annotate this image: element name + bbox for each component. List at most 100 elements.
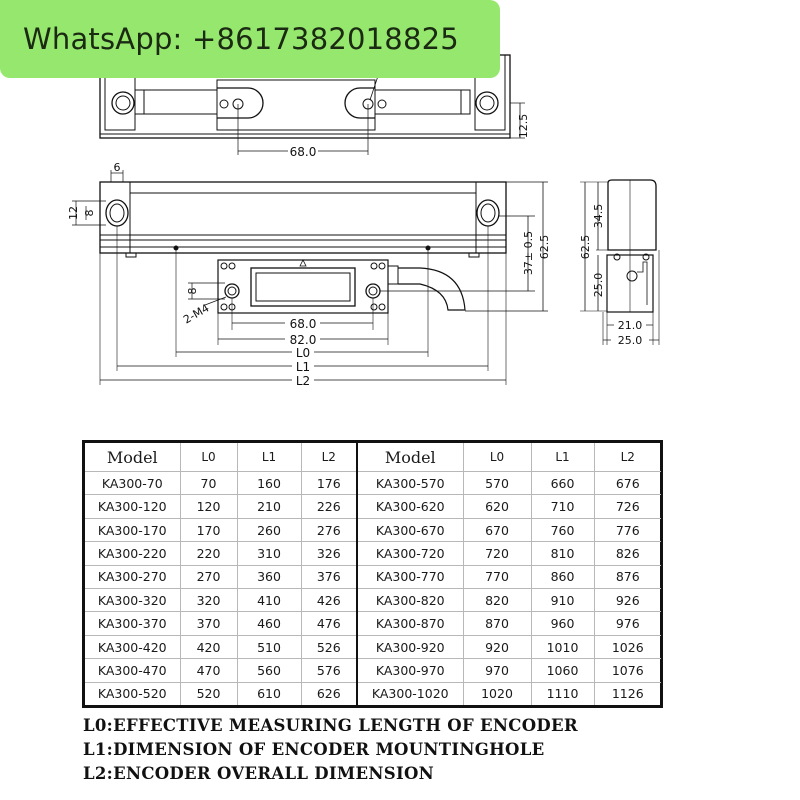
cell-l2: 476	[300, 611, 357, 636]
cell-model: KA300-570	[358, 471, 464, 496]
dim-side-inner-width: 21.0	[618, 319, 643, 332]
dim-hole-inner: 8	[83, 210, 96, 217]
legend-l2: L2:ENCODER OVERALL DIMENSION	[83, 764, 435, 783]
cell-model: KA300-1020	[358, 681, 464, 705]
dim-thread: 2-M4	[181, 301, 211, 326]
cell-l0: 720	[462, 541, 532, 566]
dim-hole-outer: 12	[67, 206, 80, 220]
dim-side-total: 62.5	[579, 235, 592, 260]
dim-l1: L1	[296, 360, 310, 374]
cell-l2: 976	[593, 611, 661, 636]
dim-reader-holes: 68.0	[290, 317, 317, 331]
cell-l1: 410	[236, 588, 302, 613]
cell-l0: 570	[462, 471, 532, 496]
cell-model: KA300-620	[358, 494, 464, 519]
cell-l0: 520	[179, 681, 238, 705]
cell-l0: 320	[179, 588, 238, 613]
dim-lug-width: 6	[114, 161, 121, 174]
table-header-row: Model L0 L1 L2	[85, 443, 357, 473]
cell-l1: 810	[530, 541, 595, 566]
cell-l0: 620	[462, 494, 532, 519]
dim-top-height: 12.5	[517, 114, 530, 139]
header-l0: L0	[179, 443, 238, 473]
cell-model: KA300-270	[85, 564, 181, 590]
cell-model: KA300-370	[85, 611, 181, 636]
cell-l2: 226	[300, 494, 357, 519]
cell-l0: 470	[179, 658, 238, 683]
whatsapp-contact-text: WhatsApp: +8617382018825	[23, 22, 459, 56]
dim-reader-hole: 8	[186, 288, 199, 295]
cell-l2: 626	[300, 681, 357, 705]
cell-l2: 876	[593, 564, 661, 590]
cell-l2: 926	[593, 588, 661, 613]
dim-side-lower: 25.0	[592, 273, 605, 298]
cell-l2: 776	[593, 517, 661, 543]
cell-l1: 360	[236, 564, 302, 590]
cell-l1: 860	[530, 564, 595, 590]
dim-l0: L0	[296, 346, 310, 360]
header-l0: L0	[462, 443, 532, 473]
encoder-drawing: 68.0 12.5	[67, 54, 660, 388]
cell-l1: 760	[530, 517, 595, 543]
cell-model: KA300-70	[85, 471, 181, 496]
cell-l2: 726	[593, 494, 661, 519]
cell-l0: 220	[179, 541, 238, 566]
cell-l1: 660	[530, 471, 595, 496]
cell-model: KA300-220	[85, 541, 181, 566]
cell-l2: 276	[300, 517, 357, 543]
cell-model: KA300-870	[358, 611, 464, 636]
header-l2: L2	[593, 443, 661, 473]
cell-l1: 1010	[530, 634, 595, 660]
side-view: 62.5 34.5 25.0 21.0 25.0	[579, 179, 660, 347]
cell-l1: 310	[236, 541, 302, 566]
dim-top-hole-spacing: 68.0	[290, 145, 317, 159]
cell-model: KA300-920	[358, 634, 464, 660]
cell-l0: 70	[179, 471, 238, 496]
header-l1: L1	[236, 443, 302, 473]
cell-l1: 160	[236, 471, 302, 496]
cell-l2: 526	[300, 634, 357, 660]
front-view: 6 12 8 8 2-M4 37± 0.5 62.5	[67, 161, 551, 388]
cell-model: KA300-170	[85, 517, 181, 543]
whatsapp-banner: WhatsApp: +8617382018825	[0, 0, 500, 78]
cell-l0: 970	[462, 658, 532, 683]
cell-model: KA300-470	[85, 658, 181, 683]
dim-side-outer-width: 25.0	[618, 334, 643, 347]
header-l1: L1	[530, 443, 595, 473]
cell-l1: 260	[236, 517, 302, 543]
cell-l0: 120	[179, 494, 238, 519]
cell-l1: 210	[236, 494, 302, 519]
cell-l0: 420	[179, 634, 238, 660]
header-model: Model	[85, 443, 181, 473]
cell-l2: 176	[300, 471, 357, 496]
cell-l1: 1110	[530, 681, 595, 705]
cell-l2: 426	[300, 588, 357, 613]
cell-model: KA300-670	[358, 517, 464, 543]
cell-l2: 676	[593, 471, 661, 496]
cell-model: KA300-120	[85, 494, 181, 519]
cell-l1: 1060	[530, 658, 595, 683]
cell-l2: 576	[300, 658, 357, 683]
dim-center-height: 37± 0.5	[522, 231, 535, 275]
cell-l0: 670	[462, 517, 532, 543]
